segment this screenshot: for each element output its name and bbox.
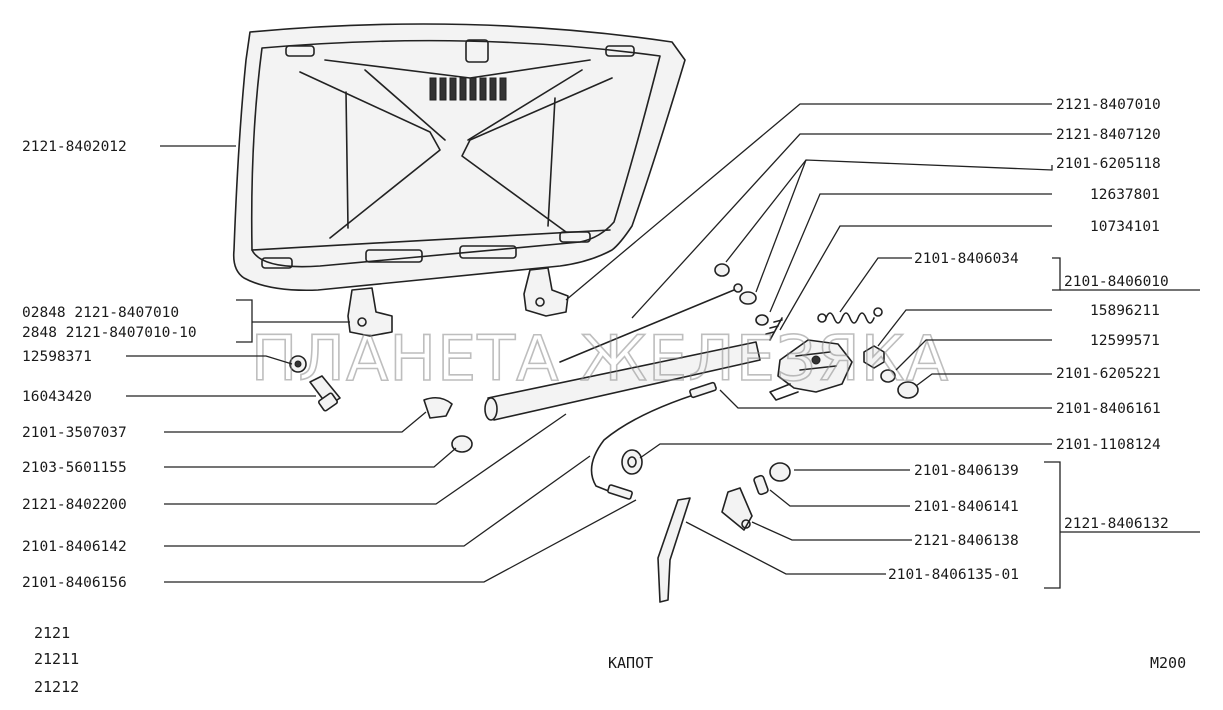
part-label: 2121-8407010 — [1056, 97, 1161, 113]
leader-lines — [126, 103, 1200, 589]
washer-small — [755, 314, 769, 326]
part-label: 2101-6205221 — [1056, 366, 1161, 382]
release-cable — [590, 381, 717, 500]
cable-grommet — [621, 449, 643, 475]
diagram-code: М200 — [1150, 654, 1186, 672]
part-labels-left: 2121-8402012 02848 2121-8407010 2848 212… — [22, 139, 197, 591]
part-label: 2101-8406034 — [914, 251, 1019, 267]
hinge-left — [347, 287, 393, 337]
part-label: 12599571 — [1090, 333, 1160, 349]
footer: 2121 21211 21212 КАПОТ М200 — [34, 624, 1186, 696]
rubber-plug — [451, 435, 473, 453]
part-label: 12637801 — [1090, 187, 1160, 203]
part-label: 2848 2121-8407010-10 — [22, 325, 197, 341]
part-label: 2101-8406139 — [914, 463, 1019, 479]
model-number: 21211 — [34, 650, 79, 668]
washer-right — [880, 369, 896, 383]
part-label: 2121-8402012 — [22, 139, 127, 155]
hood-seal-strip — [484, 341, 761, 421]
release-handle — [657, 497, 691, 603]
model-number: 2121 — [34, 624, 70, 642]
part-label: 2101-6205118 — [1056, 156, 1161, 172]
part-label: 2101-8406161 — [1056, 401, 1161, 417]
bolt — [309, 375, 341, 412]
washer-upper — [714, 263, 730, 277]
part-label: 2101-1108124 — [1056, 437, 1161, 453]
part-label: 16043420 — [22, 389, 92, 405]
part-label: 2101-8406010 — [1064, 274, 1169, 290]
diagram-title: КАПОТ — [608, 654, 653, 672]
hood-panel — [232, 23, 686, 292]
cushion-nut — [769, 462, 791, 482]
latch-body — [769, 339, 853, 401]
part-label: 2101-8406142 — [22, 539, 127, 555]
bracket — [721, 487, 753, 531]
part-label: 10734101 — [1090, 219, 1160, 235]
part-label: 2101-8406156 — [22, 575, 127, 591]
latch-nut — [863, 345, 885, 369]
part-label: 02848 2121-8407010 — [22, 305, 179, 321]
latch-spring — [817, 307, 883, 324]
part-label: 2121-8406132 — [1064, 516, 1169, 532]
washer-mid — [739, 291, 757, 305]
prop-rod — [559, 283, 743, 363]
clamp — [753, 474, 769, 496]
part-labels-right: 2121-8407010 2121-8407120 2101-6205118 1… — [888, 97, 1169, 583]
washer-large — [897, 381, 919, 399]
part-label: 2101-8406141 — [914, 499, 1019, 515]
watermark-text: ПЛАНЕТА ЖЕЛЕЗЯКА — [251, 322, 949, 395]
part-label: 2121-8402200 — [22, 497, 127, 513]
part-label: 2121-8407120 — [1056, 127, 1161, 143]
spring-pin — [765, 317, 783, 341]
part-label: 12598371 — [22, 349, 92, 365]
part-label: 2121-8406138 — [914, 533, 1019, 549]
buffer-clip — [423, 396, 453, 419]
part-label: 2101-3507037 — [22, 425, 127, 441]
part-label: 2103-5601155 — [22, 460, 127, 476]
hinge-right — [523, 267, 569, 317]
part-label: 2101-8406135-01 — [888, 567, 1019, 583]
part-label: 15896211 — [1090, 303, 1160, 319]
model-number: 21212 — [34, 678, 79, 696]
